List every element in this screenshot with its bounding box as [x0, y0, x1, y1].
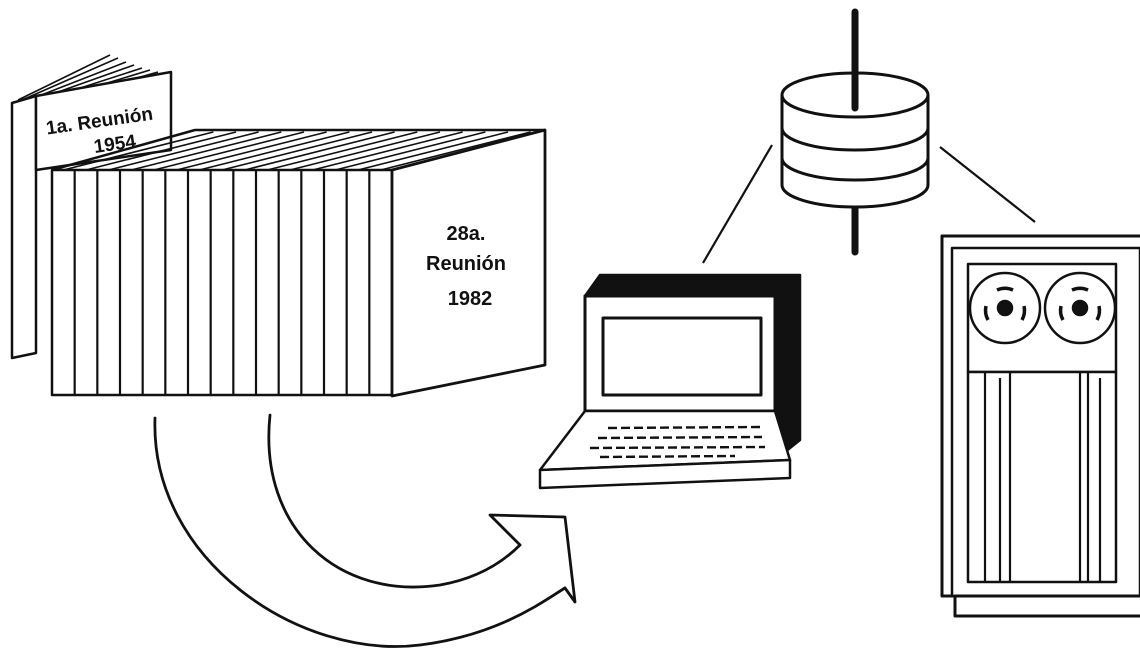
volume-top-edge — [199, 131, 350, 171]
volume-top-edge — [85, 131, 237, 171]
volume-top-edge — [357, 131, 509, 171]
curved-arrow-icon — [153, 413, 577, 648]
tape-reel-right — [1043, 271, 1117, 345]
last-volume-number: 28a. — [447, 223, 486, 245]
volume-top-edge — [244, 131, 395, 171]
volume-top-edge — [63, 131, 214, 171]
shelf-spine-dividers — [73, 170, 371, 395]
volume-top-edge — [312, 131, 463, 171]
last-volume-title: Reunión — [426, 253, 506, 275]
volume-top-edge — [131, 131, 282, 171]
volume-top-edge — [176, 131, 327, 171]
volume-top-edge — [335, 131, 486, 171]
volume-top-edge — [289, 131, 441, 171]
shelf-spines-block — [50, 168, 394, 397]
volume-top-edge — [108, 131, 259, 171]
tape-drive-cabinet-icon — [940, 234, 1140, 618]
connector-lines — [702, 144, 1036, 264]
volume-top-edge — [380, 131, 531, 171]
laptop-screen — [601, 316, 763, 397]
disk-storage-icon — [780, 8, 930, 256]
last-volume-label: 28a. Reunión 1982 — [426, 223, 506, 310]
shelf-top-pages — [63, 131, 531, 171]
laptop-computer-icon — [538, 273, 802, 490]
laptop-keyboard — [589, 425, 766, 459]
last-volume-year: 1982 — [448, 288, 493, 310]
volume-top-edge — [153, 131, 305, 171]
volume-top-edge — [221, 131, 373, 171]
volume-shelf — [50, 128, 547, 398]
last-volume-cover — [390, 128, 547, 398]
tape-reel-left — [968, 271, 1042, 345]
volume-top-edge — [267, 131, 418, 171]
